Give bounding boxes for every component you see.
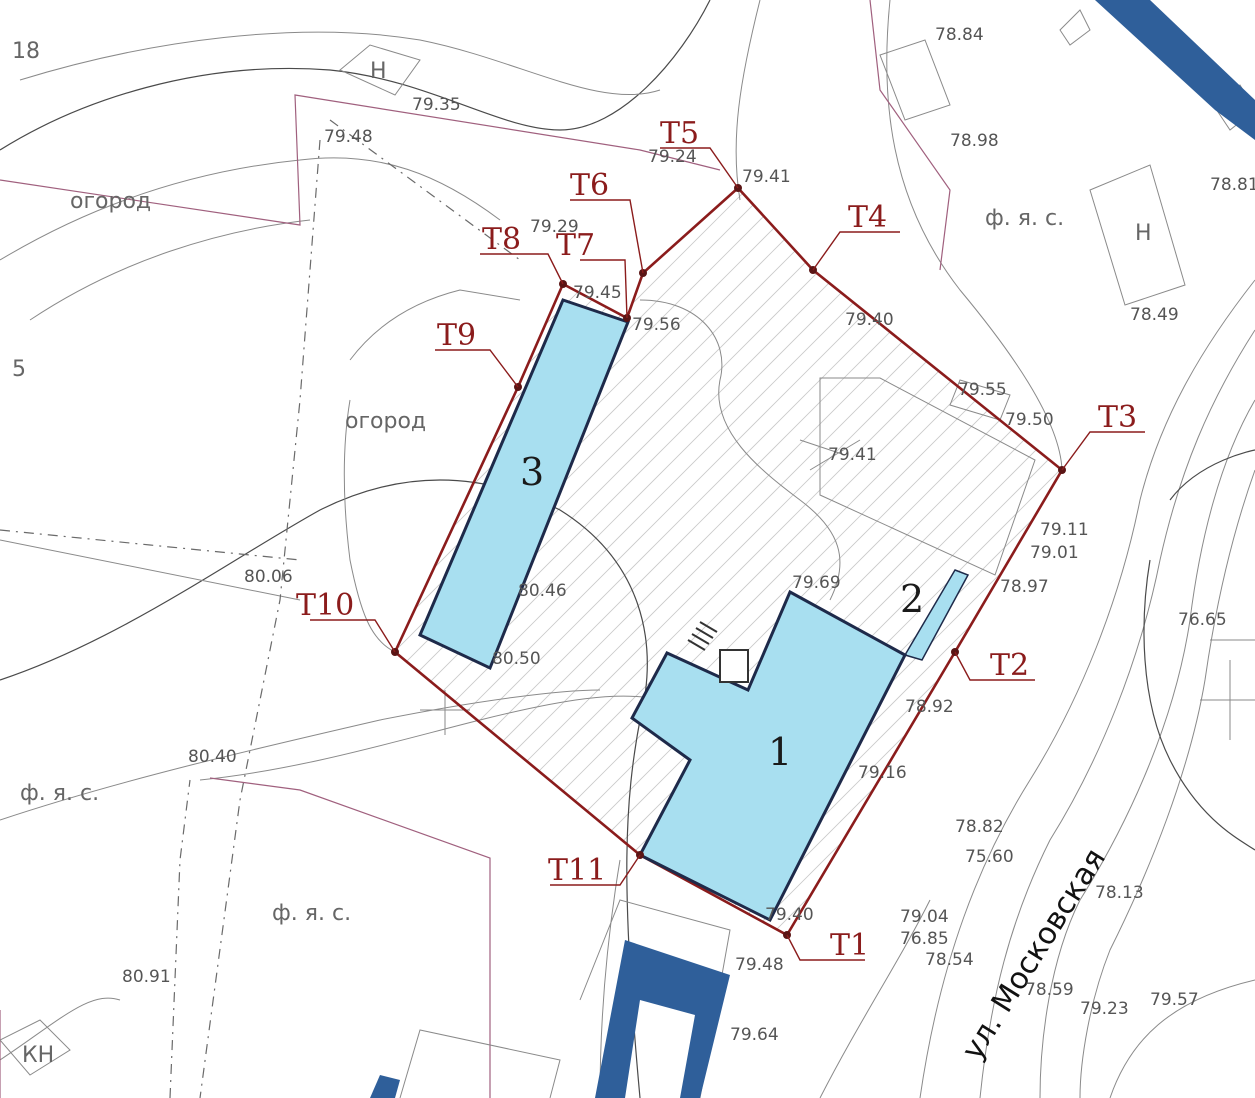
hatch-line — [1108, 150, 1255, 950]
elevation-79-11: 79.11 — [1040, 520, 1089, 540]
stair-block — [719, 649, 749, 683]
elevation-80-91: 80.91 — [122, 967, 171, 987]
point-label-t10: T10 — [296, 588, 354, 623]
marker-kn: КН — [22, 1043, 54, 1068]
hatch-line — [1086, 150, 1255, 950]
building-number-1: 1 — [768, 730, 792, 774]
elevation-79-23: 79.23 — [1080, 999, 1129, 1019]
elevation-79-16: 79.16 — [858, 763, 907, 783]
elevation-78-59: 78.59 — [1025, 980, 1074, 1000]
elevation-80-06: 80.06 — [244, 567, 293, 587]
elevation-78-82: 78.82 — [955, 817, 1004, 837]
elevation-79-35: 79.35 — [412, 95, 461, 115]
elevation-80-40: 80.40 — [188, 747, 237, 767]
point-label-t7: T7 — [556, 228, 595, 263]
garden-label-2: огород — [345, 409, 426, 434]
building-3 — [418, 298, 630, 671]
elevation-79-55: 79.55 — [958, 380, 1007, 400]
point-label-t3: T3 — [1098, 400, 1137, 435]
hatch-line — [425, 188, 1062, 935]
elevation-78-84: 78.84 — [935, 25, 984, 45]
hatch-line — [395, 188, 677, 935]
elevation-79-01: 79.01 — [1030, 543, 1079, 563]
hatch-line — [711, 188, 1062, 935]
elevation-79-48: 79.48 — [324, 127, 373, 147]
hatch-line — [1240, 150, 1255, 950]
fyas-label-2: ф. я. с. — [20, 781, 99, 806]
elevation-79-04: 79.04 — [900, 907, 949, 927]
marker-n-2: Н — [1135, 221, 1152, 246]
elevation-75-60: 75.60 — [965, 847, 1014, 867]
elevation-79-24: 79.24 — [648, 147, 697, 167]
elevation-80-46: 80.46 — [518, 581, 567, 601]
point-label-t2: T2 — [990, 648, 1029, 683]
point-label-t1: T1 — [830, 928, 869, 963]
hatch-line — [1174, 150, 1255, 950]
elevation-79-56: 79.56 — [632, 315, 681, 335]
point-label-t4: T4 — [848, 200, 887, 235]
elevation-76-85: 76.85 — [900, 929, 949, 949]
garden-label-1: огород — [70, 189, 151, 214]
hatch-line — [975, 188, 1062, 935]
elevation-79-41: 79.41 — [742, 167, 791, 187]
building-2 — [903, 569, 970, 661]
elevation-79-41-b: 79.41 — [828, 445, 877, 465]
hatch-line — [1218, 150, 1255, 950]
point-label-t9: T9 — [437, 318, 476, 353]
point-label-t6: T6 — [570, 168, 609, 203]
hatch-line — [1130, 150, 1255, 950]
hatch-line — [395, 188, 853, 935]
elevation-78-13: 78.13 — [1095, 883, 1144, 903]
elevation-78-54: 78.54 — [925, 950, 974, 970]
hatch-line — [799, 188, 1062, 935]
hatch-line — [513, 188, 1062, 935]
fyas-label-1: ф. я. с. — [985, 206, 1064, 231]
hatch-line — [395, 188, 743, 935]
site-boundary — [393, 186, 1064, 937]
hatch-line — [1152, 150, 1255, 950]
elevation-80-50: 80.50 — [492, 649, 541, 669]
elevation-78-92: 78.92 — [905, 697, 954, 717]
elevation-marks: 78.84 79.35 79.48 79.24 78.98 79.41 79.2… — [122, 25, 1255, 1045]
fyas-label-3: ф. я. с. — [272, 901, 351, 926]
hatch-line — [395, 188, 765, 935]
hatch-line — [395, 188, 1007, 935]
sheet-number-18: 18 — [12, 39, 40, 64]
elevation-76-65: 76.65 — [1178, 610, 1227, 630]
elevation-79-64: 79.64 — [730, 1025, 779, 1045]
label-leaders — [310, 147, 1145, 961]
building-number-3: 3 — [520, 450, 544, 494]
elevation-79-57: 79.57 — [1150, 990, 1199, 1010]
elevation-79-50: 79.50 — [1005, 410, 1054, 430]
hatch-line — [395, 188, 787, 935]
hatch-line — [395, 188, 1051, 935]
elevation-78-49: 78.49 — [1130, 305, 1179, 325]
elevation-79-40: 79.40 — [845, 310, 894, 330]
hatch-line — [395, 188, 963, 935]
hatch-line — [395, 188, 985, 935]
marker-n-1: Н — [370, 59, 387, 84]
existing-structures — [370, 0, 1255, 1098]
elevation-79-29: 79.29 — [530, 217, 579, 237]
elevation-79-69: 79.69 — [792, 573, 841, 593]
hatch-line — [469, 188, 1062, 935]
elevation-78-81: 78.81 — [1210, 175, 1255, 195]
elevation-78-97: 78.97 — [1000, 577, 1049, 597]
hatch-line — [395, 188, 501, 935]
sheet-number-5: 5 — [12, 357, 26, 382]
elevation-79-40-b: 79.40 — [765, 905, 814, 925]
elevation-78-98: 78.98 — [950, 131, 999, 151]
stairs — [687, 621, 718, 651]
street-name: ул. Московская — [955, 843, 1113, 1067]
point-label-t11: T11 — [548, 853, 606, 888]
elevation-79-48-b: 79.48 — [735, 955, 784, 975]
elevation-79-45: 79.45 — [573, 283, 622, 303]
hatch-line — [395, 188, 941, 935]
hatch-line — [491, 188, 1062, 935]
point-label-t8: T8 — [482, 222, 521, 257]
point-label-t5: T5 — [660, 116, 699, 151]
building-number-2: 2 — [900, 577, 924, 621]
